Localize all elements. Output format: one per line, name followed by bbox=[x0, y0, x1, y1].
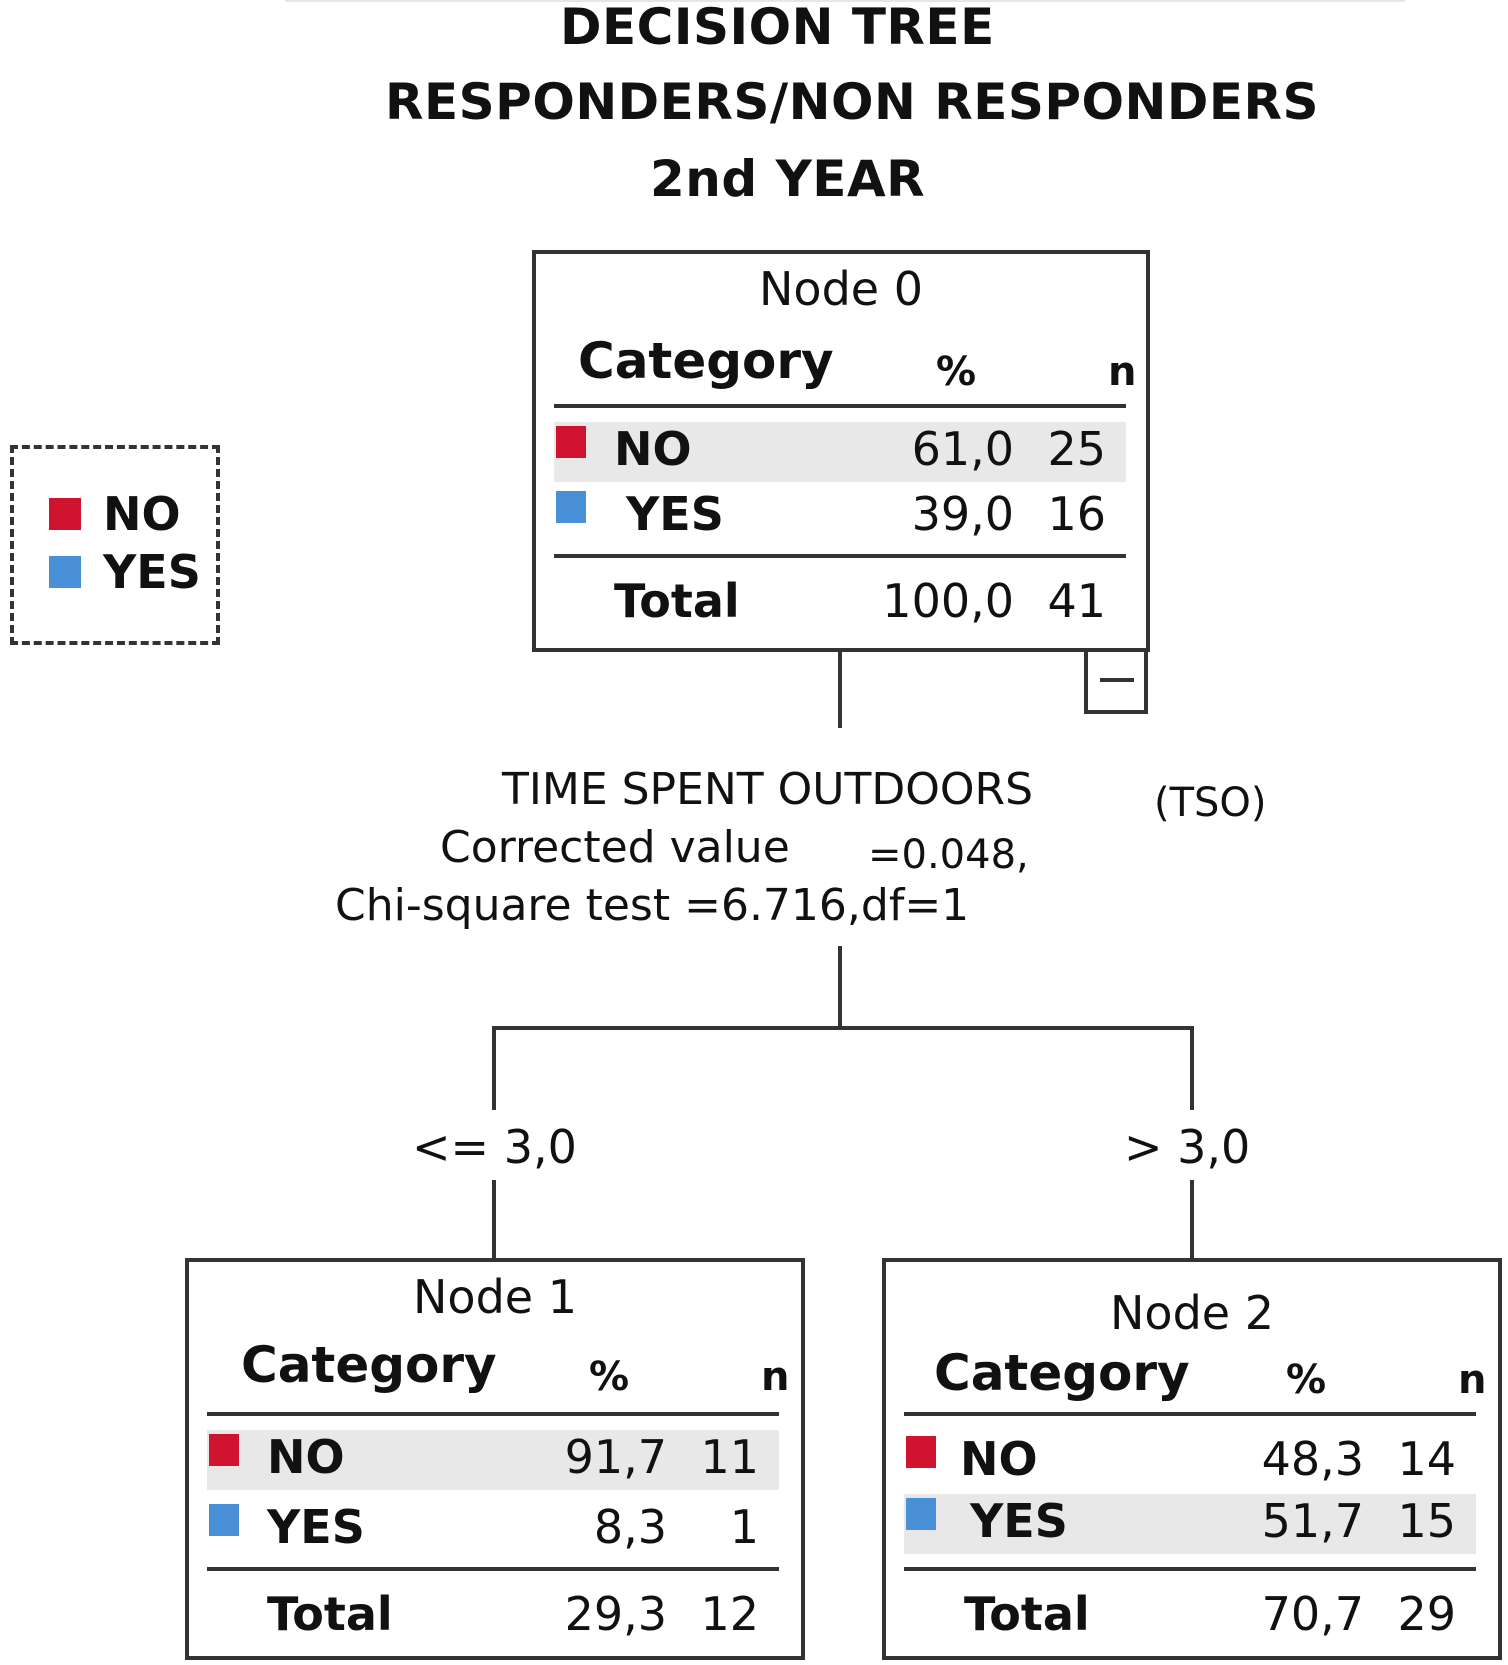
legend-item-no: NO bbox=[49, 487, 181, 541]
connector-left-up bbox=[492, 1026, 496, 1110]
table-row-yes: YES 51,7 15 bbox=[904, 1494, 1476, 1554]
header-rule bbox=[904, 1412, 1476, 1416]
row-percent: 91,7 bbox=[564, 1430, 667, 1484]
diagram-year: 2nd YEAR bbox=[650, 150, 926, 208]
connector-horizontal bbox=[492, 1026, 1194, 1030]
corrected-label: Corrected value bbox=[440, 822, 790, 873]
corrected-value: =0.048, bbox=[868, 832, 1029, 878]
node-title: Node 0 bbox=[759, 262, 923, 316]
yes-color-swatch bbox=[49, 556, 81, 588]
yes-color-swatch bbox=[209, 1504, 239, 1536]
total-count: 41 bbox=[1047, 574, 1106, 628]
row-label: NO bbox=[960, 1432, 1038, 1486]
connector-root bbox=[838, 652, 842, 728]
percent-header: % bbox=[589, 1354, 630, 1400]
legend-label-yes: YES bbox=[103, 545, 201, 599]
legend-item-yes: YES bbox=[49, 545, 201, 599]
row-label: YES bbox=[267, 1500, 365, 1554]
diagram-subtitle: RESPONDERS/NON RESPONDERS bbox=[385, 73, 1320, 131]
total-percent: 100,0 bbox=[882, 574, 1014, 628]
branch-label-left: <= 3,0 bbox=[412, 1120, 577, 1174]
row-count: 11 bbox=[700, 1430, 759, 1484]
header-rule bbox=[207, 1412, 779, 1416]
table-row-yes: YES 39,0 16 bbox=[554, 487, 1126, 547]
row-count: 15 bbox=[1397, 1494, 1456, 1548]
row-label: NO bbox=[267, 1430, 345, 1484]
no-color-swatch bbox=[556, 426, 586, 458]
yes-color-swatch bbox=[556, 491, 586, 523]
no-color-swatch bbox=[906, 1436, 936, 1468]
total-count: 12 bbox=[700, 1587, 759, 1641]
table-row-no: NO 61,0 25 bbox=[554, 422, 1126, 482]
row-label: NO bbox=[614, 422, 692, 476]
total-rule bbox=[554, 554, 1126, 558]
row-count: 25 bbox=[1047, 422, 1106, 476]
total-row: Total 70,7 29 bbox=[904, 1587, 1476, 1647]
row-count: 16 bbox=[1047, 487, 1106, 541]
table-row-no: NO 91,7 11 bbox=[207, 1430, 779, 1490]
legend: NO YES bbox=[10, 445, 220, 645]
no-color-swatch bbox=[209, 1434, 239, 1466]
connector-split-down bbox=[838, 946, 842, 1030]
row-count: 1 bbox=[729, 1500, 759, 1554]
row-percent: 8,3 bbox=[593, 1500, 667, 1554]
total-count: 29 bbox=[1397, 1587, 1456, 1641]
percent-header: % bbox=[936, 349, 977, 395]
top-rule bbox=[285, 0, 1405, 2]
diagram-title: DECISION TREE bbox=[560, 0, 995, 56]
connector-left-down bbox=[492, 1180, 496, 1262]
collapse-button[interactable] bbox=[1084, 648, 1148, 714]
n-header: n bbox=[1108, 349, 1137, 395]
total-label: Total bbox=[614, 574, 740, 628]
table-row-no: NO 48,3 14 bbox=[904, 1432, 1476, 1492]
row-percent: 39,0 bbox=[911, 487, 1014, 541]
n-header: n bbox=[1458, 1357, 1487, 1403]
node-2[interactable]: Node 2 Category % n NO 48,3 14 YES 51,7 … bbox=[882, 1258, 1502, 1660]
total-row: Total 29,3 12 bbox=[207, 1587, 779, 1647]
row-label: YES bbox=[626, 487, 724, 541]
percent-header: % bbox=[1286, 1357, 1327, 1403]
total-rule bbox=[207, 1567, 779, 1571]
row-label: YES bbox=[970, 1494, 1068, 1548]
split-abbrev: (TSO) bbox=[1154, 780, 1267, 826]
node-title: Node 1 bbox=[413, 1270, 577, 1324]
node-0[interactable]: Node 0 Category % n NO 61,0 25 YES 39,0 … bbox=[532, 250, 1150, 652]
total-percent: 70,7 bbox=[1261, 1587, 1364, 1641]
minus-icon bbox=[1100, 678, 1134, 682]
total-label: Total bbox=[267, 1587, 393, 1641]
row-count: 14 bbox=[1397, 1432, 1456, 1486]
chi-square-text: Chi-square test =6.716,df=1 bbox=[335, 880, 970, 931]
category-header: Category bbox=[578, 332, 834, 390]
total-row: Total 100,0 41 bbox=[554, 574, 1126, 634]
row-percent: 61,0 bbox=[911, 422, 1014, 476]
no-color-swatch bbox=[49, 498, 81, 530]
row-percent: 48,3 bbox=[1261, 1432, 1364, 1486]
connector-right-down bbox=[1190, 1180, 1194, 1262]
node-title: Node 2 bbox=[1110, 1286, 1274, 1340]
node-1[interactable]: Node 1 Category % n NO 91,7 11 YES 8,3 1… bbox=[185, 1258, 805, 1660]
n-header: n bbox=[761, 1354, 790, 1400]
row-percent: 51,7 bbox=[1261, 1494, 1364, 1548]
table-row-yes: YES 8,3 1 bbox=[207, 1500, 779, 1560]
yes-color-swatch bbox=[906, 1498, 936, 1530]
connector-right-up bbox=[1190, 1026, 1194, 1110]
total-label: Total bbox=[964, 1587, 1090, 1641]
total-rule bbox=[904, 1567, 1476, 1571]
category-header: Category bbox=[934, 1344, 1190, 1402]
branch-label-right: > 3,0 bbox=[1124, 1120, 1251, 1174]
category-header: Category bbox=[241, 1336, 497, 1394]
legend-label-no: NO bbox=[103, 487, 181, 541]
header-rule bbox=[554, 404, 1126, 408]
split-variable: TIME SPENT OUTDOORS bbox=[502, 764, 1034, 815]
total-percent: 29,3 bbox=[564, 1587, 667, 1641]
